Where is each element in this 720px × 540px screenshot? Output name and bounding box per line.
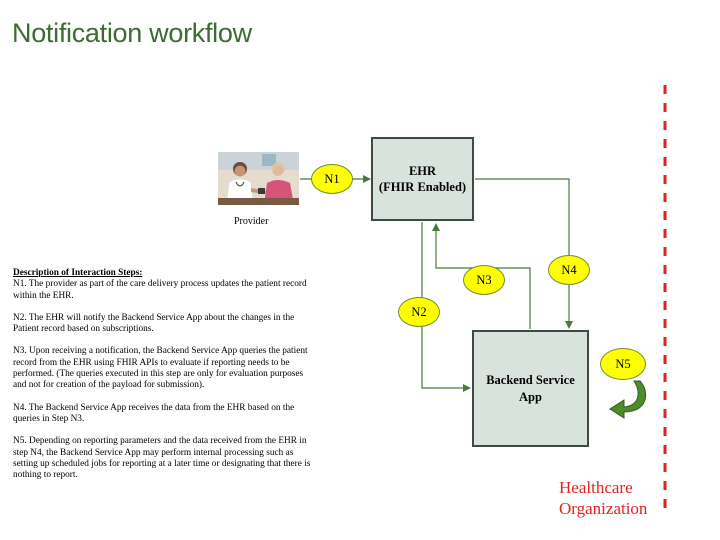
ehr-subtitle: (FHIR Enabled) (378, 180, 467, 194)
organization-label-line1: Healthcare (559, 478, 633, 497)
organization-label: Healthcare Organization (559, 477, 647, 519)
description-heading: Description of Interaction Steps: (13, 268, 143, 278)
step-n4-badge: N4 (548, 255, 590, 285)
ehr-title: EHR (408, 163, 437, 178)
connector-n4 (475, 178, 573, 329)
provider-label: Provider (234, 216, 269, 227)
backend-title-line1: Backend Service (486, 373, 575, 388)
ehr-box: EHR (FHIR Enabled) (371, 137, 474, 221)
description-step-n2: N2. The EHR will notify the Backend Serv… (13, 312, 295, 335)
step-n3-badge: N3 (463, 265, 505, 295)
provider-image (218, 152, 299, 205)
n5-loop-arrow-icon (609, 380, 647, 419)
description-step-n1: N1. The provider as part of the care del… (13, 279, 307, 301)
interaction-steps-description: Description of Interaction Steps: N1. Th… (13, 268, 311, 481)
page-title: Notification workflow (12, 18, 252, 48)
step-n1-badge: N1 (311, 164, 353, 194)
step-n2-badge: N2 (398, 297, 440, 327)
connector-n2 (421, 222, 471, 392)
step-n5-badge: N5 (600, 348, 646, 380)
description-step-n4: N4. The Backend Service App receives the… (13, 402, 295, 424)
description-step-n5: N5. Depending on reporting parameters an… (13, 436, 311, 481)
organization-label-line2: Organization (559, 499, 648, 518)
backend-service-app-box: Backend Service App (472, 330, 589, 447)
backend-title-line2: App (519, 389, 542, 404)
description-step-n3: N3. Upon receiving a notification, the B… (13, 346, 308, 391)
